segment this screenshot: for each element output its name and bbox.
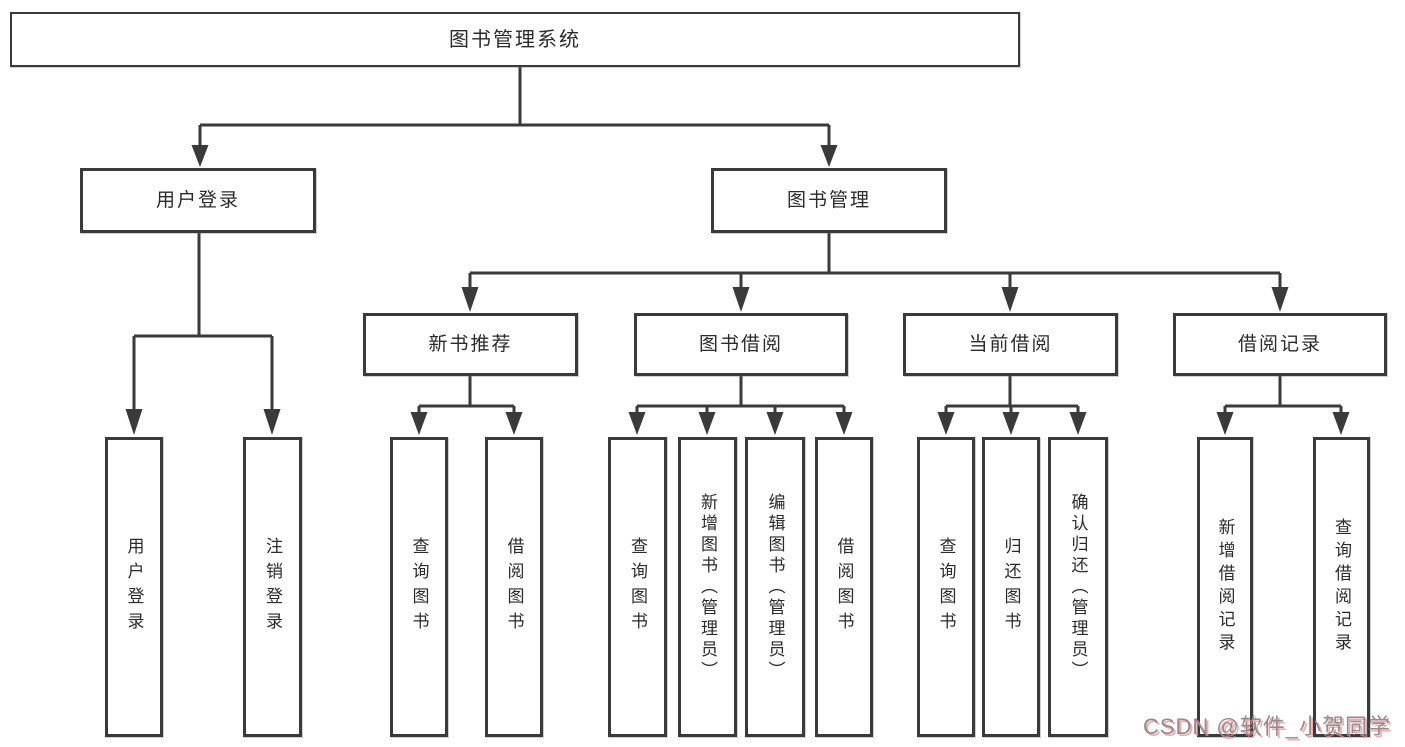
leaf-cb-return-book: 归还图书 [982,437,1040,737]
node-system-root: 图书管理系统 [10,12,1020,67]
node-current-borrow: 当前借阅 [903,313,1118,376]
arrow-to-leaf-bb-query [628,412,646,435]
connector-book-mgmt-split [468,233,1282,288]
node-borrow-record: 借阅记录 [1173,313,1387,376]
leaf-nb-borrow-book: 借阅图书 [485,437,543,737]
leaf-br-query-record: 查询借阅记录 [1313,437,1370,737]
arrow-to-leaf-nb-query [410,412,428,435]
node-book-borrow: 图书借阅 [634,313,848,376]
leaf-logout: 注销登录 [243,437,302,737]
leaf-bb-edit-book-admin: 编辑图书（管理员） [745,437,805,737]
node-new-book-recommend: 新书推荐 [363,313,578,376]
connector-root-split [198,67,831,146]
arrowheads [125,145,1350,435]
csdn-watermark: CSDN @软件_小贺同学 [1142,714,1391,739]
node-user-login: 用户登录 [80,168,316,233]
leaf-cb-confirm-return-admin: 确认归还（管理员） [1048,437,1108,737]
arrow-to-leaf-bb-borrow [835,412,853,435]
arrow-to-leaf-bb-add [698,412,716,435]
connector-book-borrow-split [635,376,846,413]
arrow-to-leaf-cb-return [1002,412,1020,435]
arrow-to-leaf-cb-query [937,412,955,435]
connector-new-book-split [417,376,516,413]
arrow-to-book-borrow [732,287,750,312]
node-book-mgmt: 图书管理 [711,168,947,233]
arrow-to-leaf-br-query [1332,412,1350,435]
connector-user-login-split [132,233,274,410]
arrow-to-leaf-bb-edit [766,412,784,435]
connector-current-borrow-split [944,376,1080,413]
leaf-cb-query-book: 查询图书 [917,437,975,737]
connector-borrow-record-split [1223,376,1343,413]
arrow-to-leaf-logout [263,409,281,435]
arrow-to-leaf-nb-borrow [505,412,523,435]
arrow-to-new-book [461,287,479,312]
leaf-bb-query-book: 查询图书 [608,437,667,737]
leaf-user-login: 用户登录 [105,437,163,737]
arrow-to-leaf-user-login [125,409,143,435]
arrow-to-book-mgmt [820,145,838,167]
arrow-to-user-login [191,145,209,167]
arrow-to-borrow-record [1271,287,1289,312]
arrow-to-current-borrow [1001,287,1019,312]
leaf-bb-add-book-admin: 新增图书（管理员） [678,437,737,737]
leaf-br-add-record: 新增借阅记录 [1197,437,1253,737]
leaf-nb-query-book: 查询图书 [390,437,448,737]
arrow-to-leaf-br-add [1216,412,1234,435]
arrow-to-leaf-cb-confirm [1069,412,1087,435]
leaf-bb-borrow-book: 借阅图书 [815,437,873,737]
